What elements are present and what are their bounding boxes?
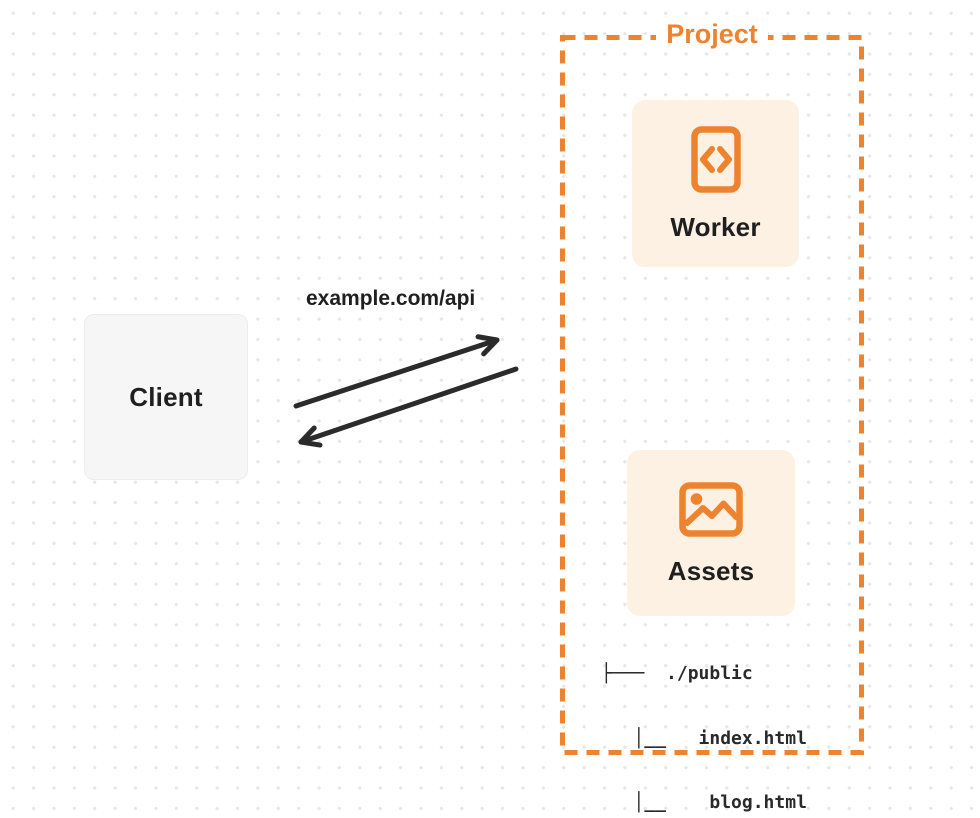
response-arrow (298, 366, 519, 448)
worker-label: Worker (670, 212, 761, 242)
code-file-icon (690, 126, 741, 193)
client-node: Client (84, 314, 248, 480)
worker-node: Worker (632, 100, 799, 267)
request-url-label: example.com/api (306, 287, 476, 310)
project-title: Project (656, 19, 768, 50)
assets-node: Assets (627, 450, 795, 616)
file-tree-item: │__ index.html (601, 727, 807, 749)
client-label: Client (129, 381, 203, 412)
request-arrow (293, 334, 500, 409)
project-group: Project Worker Assets ├─── ./public │__ (560, 19, 864, 813)
file-tree-item: │__ blog.html (601, 792, 807, 813)
project-title-wrap: Project (560, 19, 864, 50)
image-icon (679, 482, 743, 537)
assets-label: Assets (667, 556, 755, 586)
file-tree-root: ├─── ./public (601, 663, 753, 684)
public-folder-file-tree: ├─── ./public │__ index.html │__ blog.ht… (601, 620, 807, 818)
